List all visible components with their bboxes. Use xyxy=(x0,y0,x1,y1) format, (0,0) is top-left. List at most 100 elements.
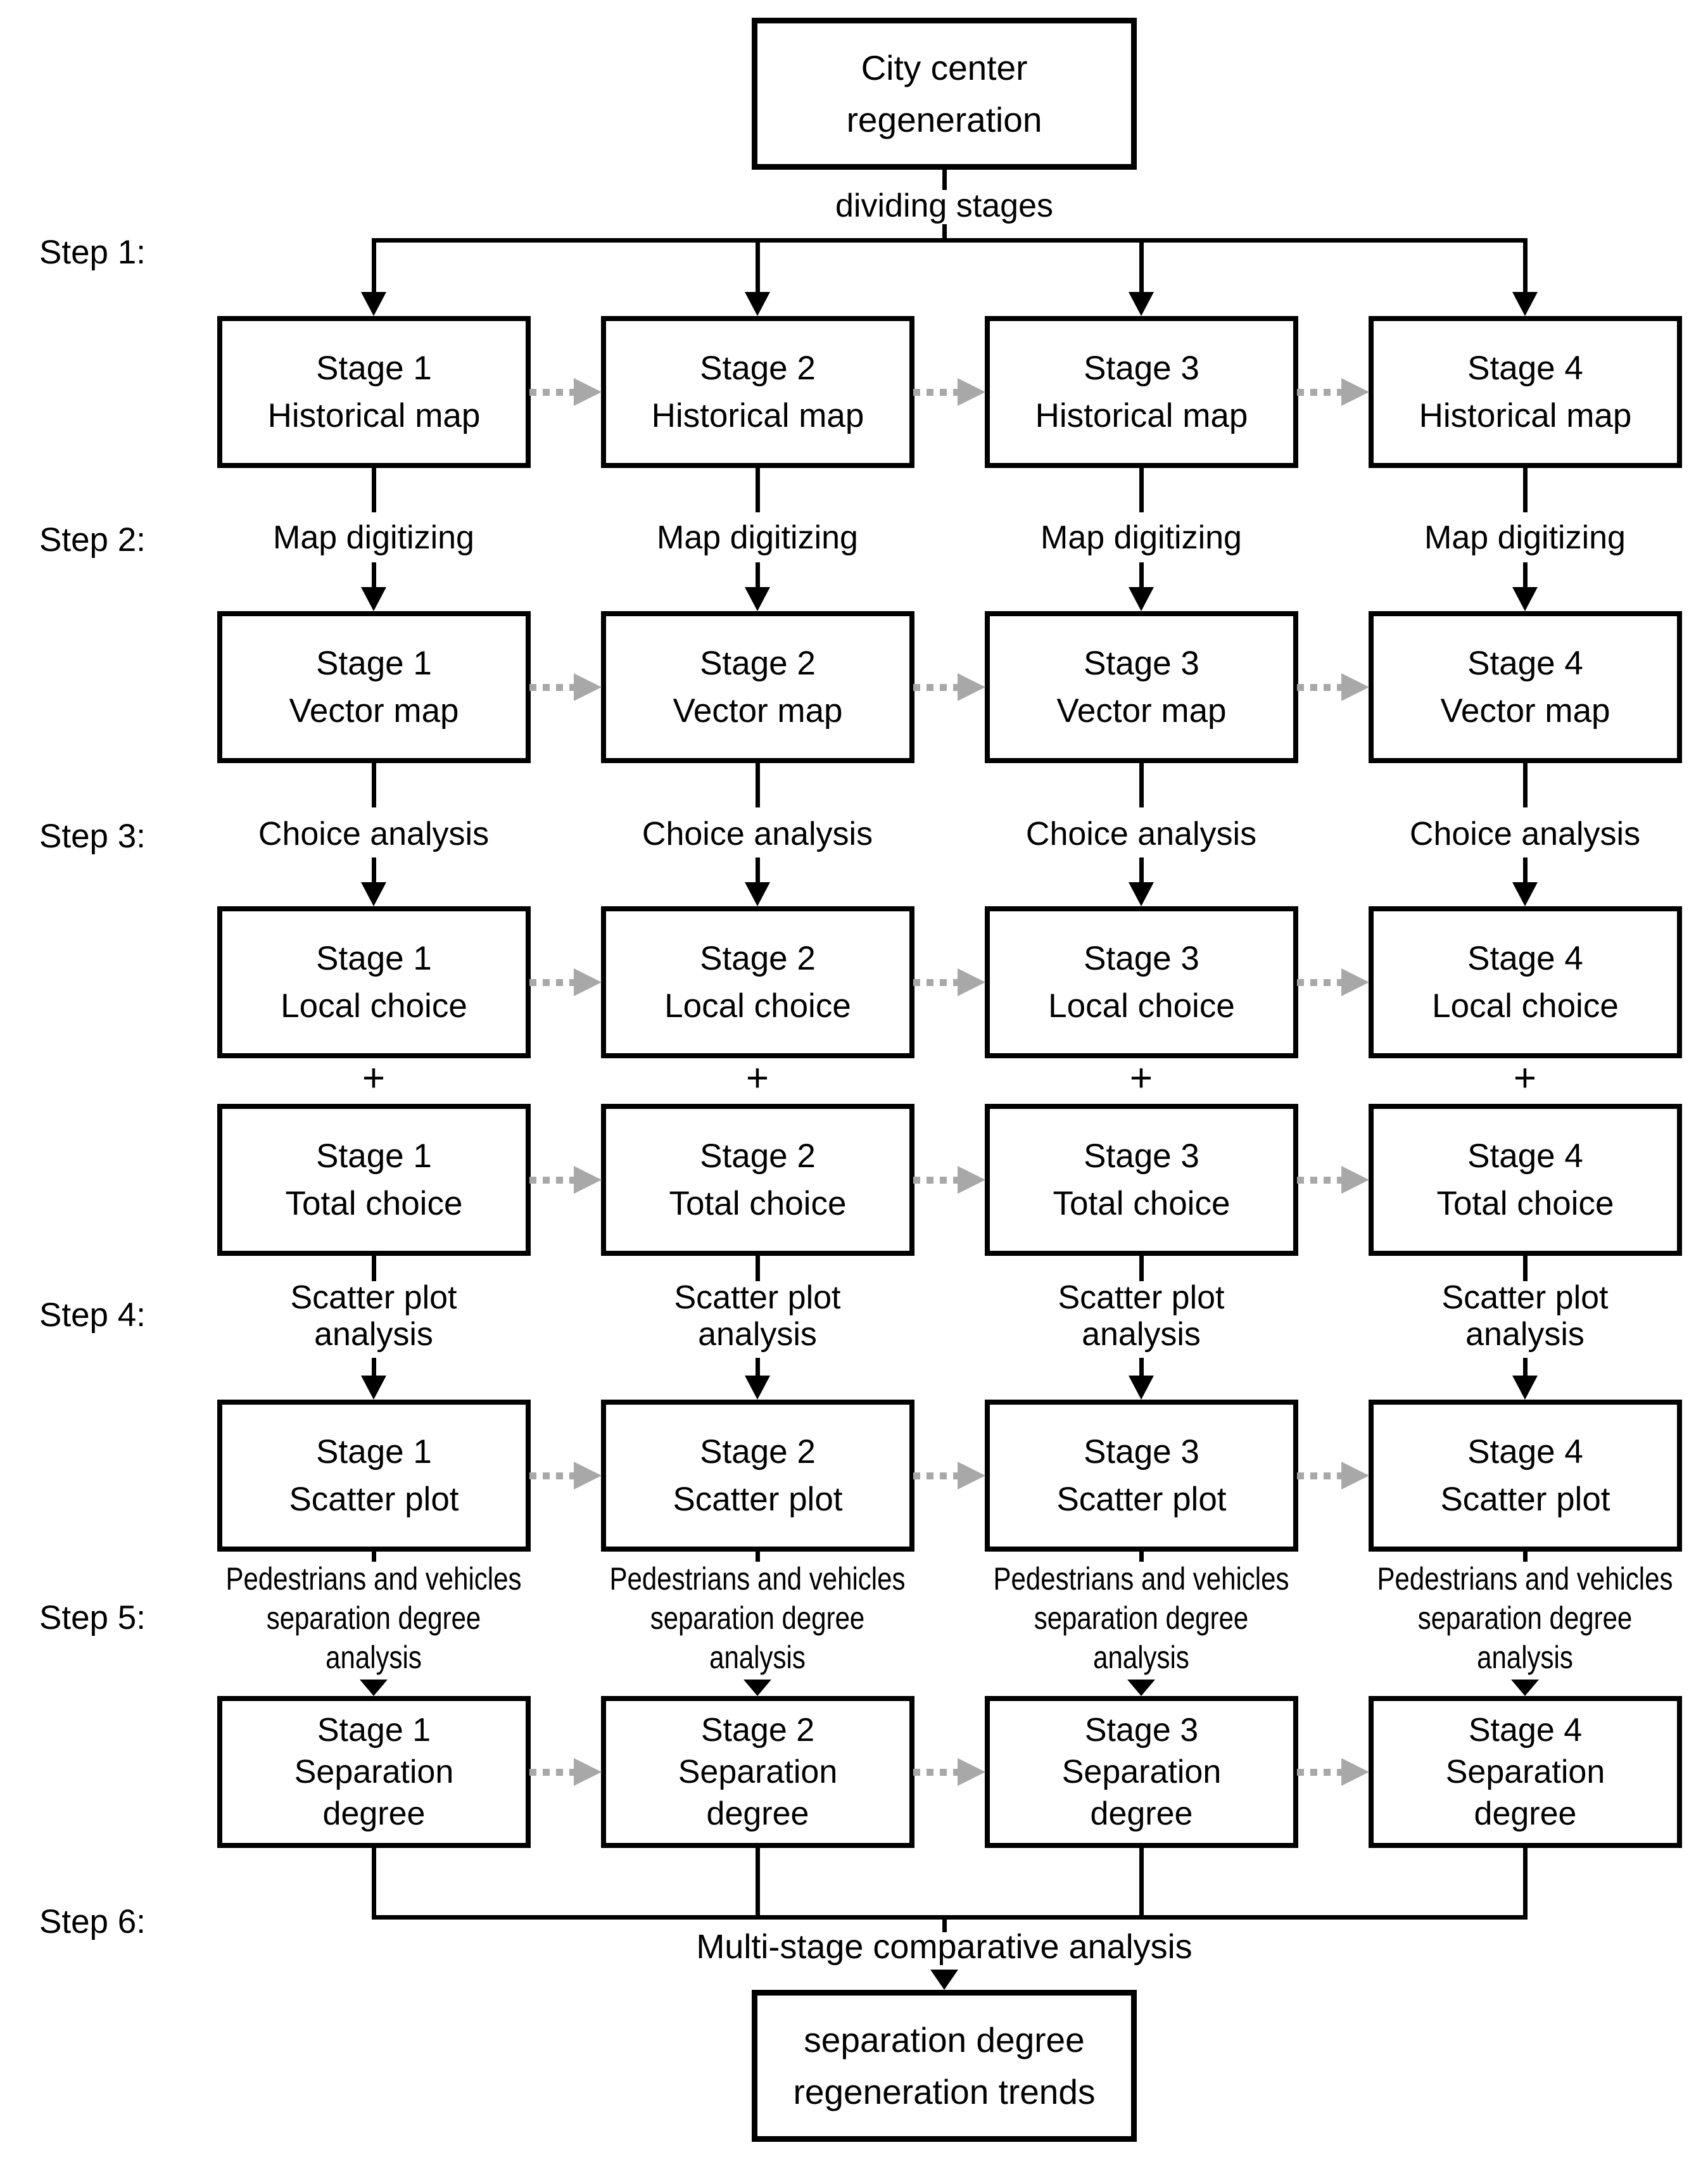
down-arrow-icon xyxy=(1512,882,1538,906)
down-arrow-icon xyxy=(930,1970,958,1990)
dashed-arrow-right-icon xyxy=(913,378,985,406)
down-arrow-icon xyxy=(1512,292,1538,316)
box-text-line: Vector map xyxy=(673,692,843,730)
box-text-line: Stage 3 xyxy=(1084,644,1199,682)
connector-line xyxy=(1139,1848,1144,1920)
connector-line xyxy=(1523,1358,1528,1378)
box-text-line: Stage 2 xyxy=(700,939,816,977)
connector-line xyxy=(1139,857,1144,884)
dashed-arrow-right-icon xyxy=(1297,378,1369,406)
box-text-line: Vector map xyxy=(1056,692,1227,730)
box-text-line: regeneration trends xyxy=(793,2072,1096,2111)
connector-line xyxy=(1139,1358,1144,1378)
box-text-line: Stage 4 xyxy=(1467,1433,1583,1471)
down-arrow-icon xyxy=(745,882,770,906)
dashed-arrow-right-icon xyxy=(529,673,602,701)
connector-line xyxy=(1139,1256,1144,1281)
label-line: Scatter plot xyxy=(674,1279,841,1316)
label-line: analysis xyxy=(1093,1640,1189,1675)
stage3-historical-map-box: Stage 3 Historical map xyxy=(985,316,1298,468)
dashed-arrow-right-icon xyxy=(913,1462,985,1490)
stage1-vector-map-box: Stage 1 Vector map xyxy=(217,611,531,763)
dashed-arrow-right-icon xyxy=(913,673,985,701)
box-text-line: Scatter plot xyxy=(1440,1481,1610,1518)
box-text-line: Scatter plot xyxy=(289,1481,459,1518)
box-text-line: Total choice xyxy=(1436,1185,1614,1222)
box-text-line: Scatter plot xyxy=(673,1481,843,1518)
city-center-regeneration-box: City center regeneration xyxy=(752,18,1137,170)
box-text-line: Historical map xyxy=(1035,397,1248,434)
step-6-label: Step 6: xyxy=(39,1903,146,1940)
stage2-scatter-plot-box: Stage 2 Scatter plot xyxy=(601,1400,914,1552)
down-arrow-icon xyxy=(1129,1376,1154,1400)
box-text-line: City center xyxy=(861,47,1028,87)
box-text-line: Vector map xyxy=(289,692,459,730)
label-line: separation degree xyxy=(650,1600,865,1636)
box-text-line: separation degree xyxy=(804,2020,1085,2060)
box-text-line: Stage 1 xyxy=(316,1137,432,1175)
step-2-label: Step 2: xyxy=(39,521,146,559)
down-arrow-icon xyxy=(1511,1680,1539,1696)
step-5-label: Step 5: xyxy=(39,1599,146,1636)
stage4-map-digitizing-label: Map digitizing xyxy=(1424,519,1626,556)
connector-line xyxy=(756,1848,760,1920)
label-line: separation degree xyxy=(1417,1600,1633,1636)
stage2-historical-map-box: Stage 2 Historical map xyxy=(601,316,914,468)
step-4-label: Step 4: xyxy=(39,1296,146,1334)
box-text-line: Local choice xyxy=(1048,987,1235,1025)
connector-line xyxy=(372,238,376,293)
connector-line xyxy=(1523,1848,1528,1920)
box-text-line: Historical map xyxy=(651,397,864,434)
label-line: analysis xyxy=(698,1316,817,1353)
label-line: Scatter plot xyxy=(290,1279,457,1316)
box-text-line: Stage 4 xyxy=(1467,644,1583,682)
box-text-line: Stage 4 xyxy=(1467,1137,1583,1175)
stage2-choice-analysis-label: Choice analysis xyxy=(642,816,873,852)
separation-degree-regeneration-trends-box: separation degree regeneration trends xyxy=(752,1990,1137,2142)
label-line: separation degree xyxy=(266,1600,481,1636)
dashed-arrow-right-icon xyxy=(1297,1166,1369,1194)
connector-line xyxy=(372,562,376,589)
stage2-scatter-plot-analysis-label: Scatter plot analysis xyxy=(566,1279,949,1353)
label-line: analysis xyxy=(1477,1640,1573,1675)
connector-line xyxy=(756,1358,760,1378)
stage3-plus-label: + xyxy=(1129,1056,1153,1100)
stage1-plus-label: + xyxy=(362,1056,386,1100)
box-text-line: Stage 1 xyxy=(316,644,432,682)
label-line: Scatter plot xyxy=(1441,1279,1609,1316)
connector-line xyxy=(1139,1552,1144,1562)
connector-line xyxy=(1523,1552,1528,1562)
box-text-line: degree xyxy=(1090,1795,1193,1833)
merge-line xyxy=(372,1915,1528,1920)
box-text-line: Separation xyxy=(1445,1753,1605,1790)
box-text-line: Stage 4 xyxy=(1467,349,1583,387)
stage3-local-choice-box: Stage 3 Local choice xyxy=(985,906,1298,1058)
dashed-arrow-right-icon xyxy=(529,1166,602,1194)
box-text-line: Stage 3 xyxy=(1084,1711,1199,1749)
stage4-historical-map-box: Stage 4 Historical map xyxy=(1369,316,1682,468)
connector-line xyxy=(1523,857,1528,884)
distribution-line xyxy=(372,238,1528,243)
down-arrow-icon xyxy=(745,587,770,611)
label-line: Pedestrians and vehicles xyxy=(225,1561,522,1597)
label-line: analysis xyxy=(1082,1316,1201,1353)
stage2-local-choice-box: Stage 2 Local choice xyxy=(601,906,914,1058)
stage4-separation-degree-box: Stage 4 Separation degree xyxy=(1369,1696,1682,1848)
dashed-arrow-right-icon xyxy=(529,968,602,996)
connector-line xyxy=(372,763,376,807)
step-3-label: Step 3: xyxy=(39,818,146,855)
connector-line xyxy=(756,238,760,293)
connector-line xyxy=(1139,562,1144,589)
stage3-scatter-plot-analysis-label: Scatter plot analysis xyxy=(950,1279,1332,1353)
box-text-line: Local choice xyxy=(664,987,851,1025)
stage2-total-choice-box: Stage 2 Total choice xyxy=(601,1104,914,1256)
down-arrow-icon xyxy=(361,1376,386,1400)
connector-line xyxy=(372,468,376,512)
label-line: analysis xyxy=(709,1640,806,1675)
box-text-line: Historical map xyxy=(267,397,481,434)
stage1-total-choice-box: Stage 1 Total choice xyxy=(217,1104,531,1256)
connector-line xyxy=(942,1920,947,1932)
box-text-line: Stage 2 xyxy=(700,644,816,682)
down-arrow-icon xyxy=(1512,587,1538,611)
stage3-separation-degree-box: Stage 3 Separation degree xyxy=(985,1696,1298,1848)
